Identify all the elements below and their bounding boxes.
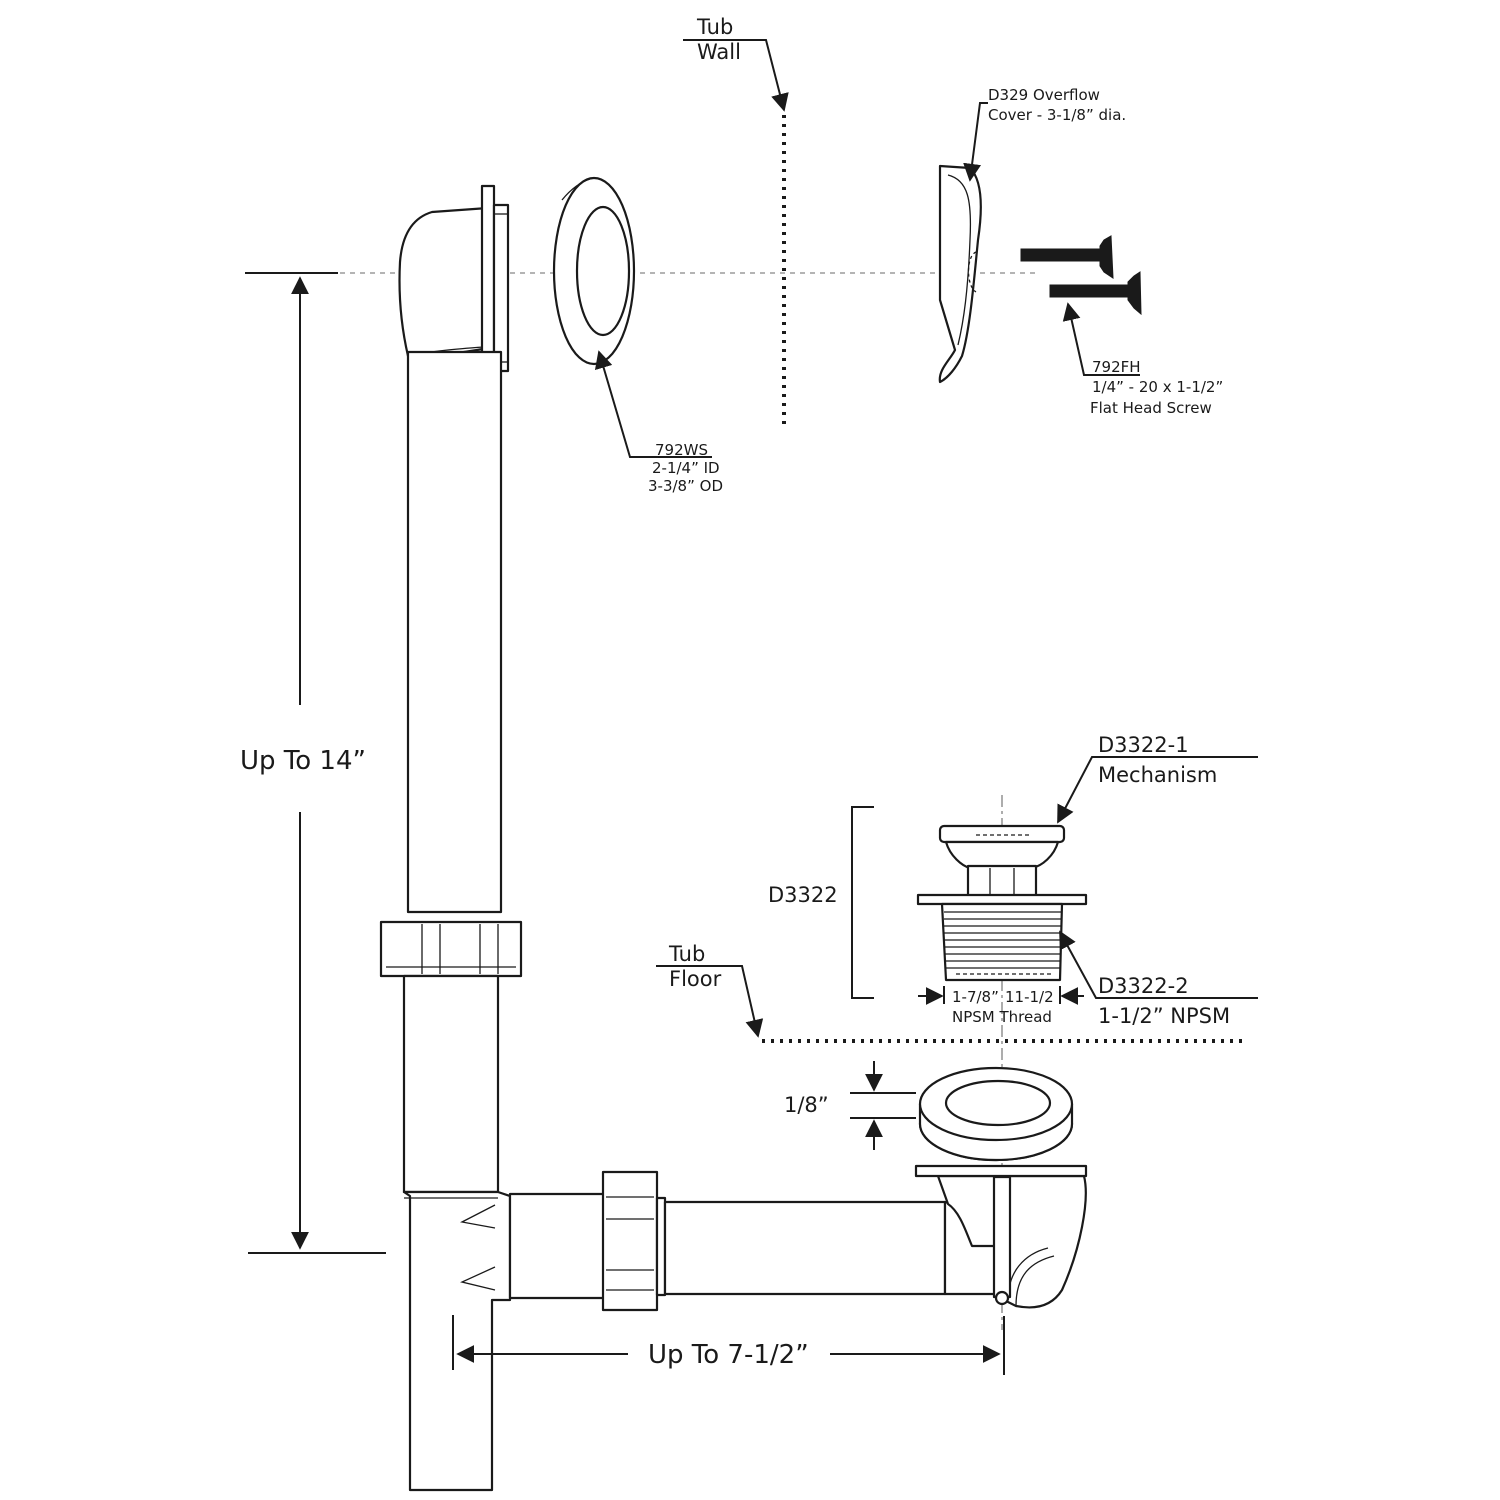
width-dimension: Up To 7-1/2” xyxy=(452,1315,1005,1375)
mechanism-label-part: D3322-1 xyxy=(1098,733,1189,757)
screw-label-part: 792FH xyxy=(1092,358,1141,376)
thread-label-size: 1-1/2” NPSM xyxy=(1098,1004,1230,1028)
screw-label-size: 1/4” - 20 x 1-1/2” xyxy=(1092,378,1223,396)
mechanism-label-name: Mechanism xyxy=(1098,763,1217,787)
slip-nut-vertical xyxy=(379,920,523,978)
washer-label-part: 792WS xyxy=(655,441,708,459)
tub-wall-label-line2: Wall xyxy=(697,40,741,64)
horizontal-waste-pipe xyxy=(508,1170,947,1312)
height-dimension: Up To 14” xyxy=(240,272,386,1254)
assembly-label: D3322 xyxy=(768,883,838,907)
thread-dim-type: NPSM Thread xyxy=(952,1008,1052,1026)
floor-gasket: 1/8” xyxy=(784,1061,1074,1162)
thread-label-part: D3322-2 xyxy=(1098,974,1189,998)
seal-washer-792ws: 792WS 2-1/4” ID 3-3/8” OD xyxy=(552,176,723,495)
drain-shoe xyxy=(914,1164,1088,1309)
stopper-assembly-d3322: D3322 D3322-1 Mechanism D3322-2 1- xyxy=(768,733,1258,1028)
width-dimension-label: Up To 7-1/2” xyxy=(648,1340,809,1370)
gasket-dimension-label: 1/8” xyxy=(784,1093,829,1117)
washer-label-id: 2-1/4” ID xyxy=(652,459,720,477)
tub-floor: Tub Floor xyxy=(656,942,1245,1043)
washer-label-od: 3-3/8” OD xyxy=(648,477,723,495)
thread-dim-pitch: 11-1/2 xyxy=(1005,988,1054,1006)
tub-floor-label-line1: Tub xyxy=(668,942,705,966)
overflow-cover-d329: D329 Overflow Cover - 3-1/8” dia. xyxy=(938,86,1126,384)
flat-head-screws-792fh: 792FH 1/4” - 20 x 1-1/2” Flat Head Screw xyxy=(1020,235,1223,417)
overflow-cover-label-line1: D329 Overflow xyxy=(988,86,1100,104)
thread-dim-diameter: 1-7/8” xyxy=(952,988,999,1006)
overflow-elbow xyxy=(398,184,510,373)
screw-label-type: Flat Head Screw xyxy=(1090,399,1212,417)
overflow-pipe-upper xyxy=(406,350,503,914)
height-dimension-label: Up To 14” xyxy=(240,746,366,776)
overflow-cover-label-line2: Cover - 3-1/8” dia. xyxy=(988,106,1126,124)
tub-floor-label-line2: Floor xyxy=(669,967,722,991)
tub-wall: Tub Wall xyxy=(683,15,789,428)
waste-tee xyxy=(402,1190,512,1492)
tub-wall-label-line1: Tub xyxy=(696,15,733,39)
thread-lines xyxy=(944,911,1061,975)
overflow-pipe-lower xyxy=(402,974,500,1194)
